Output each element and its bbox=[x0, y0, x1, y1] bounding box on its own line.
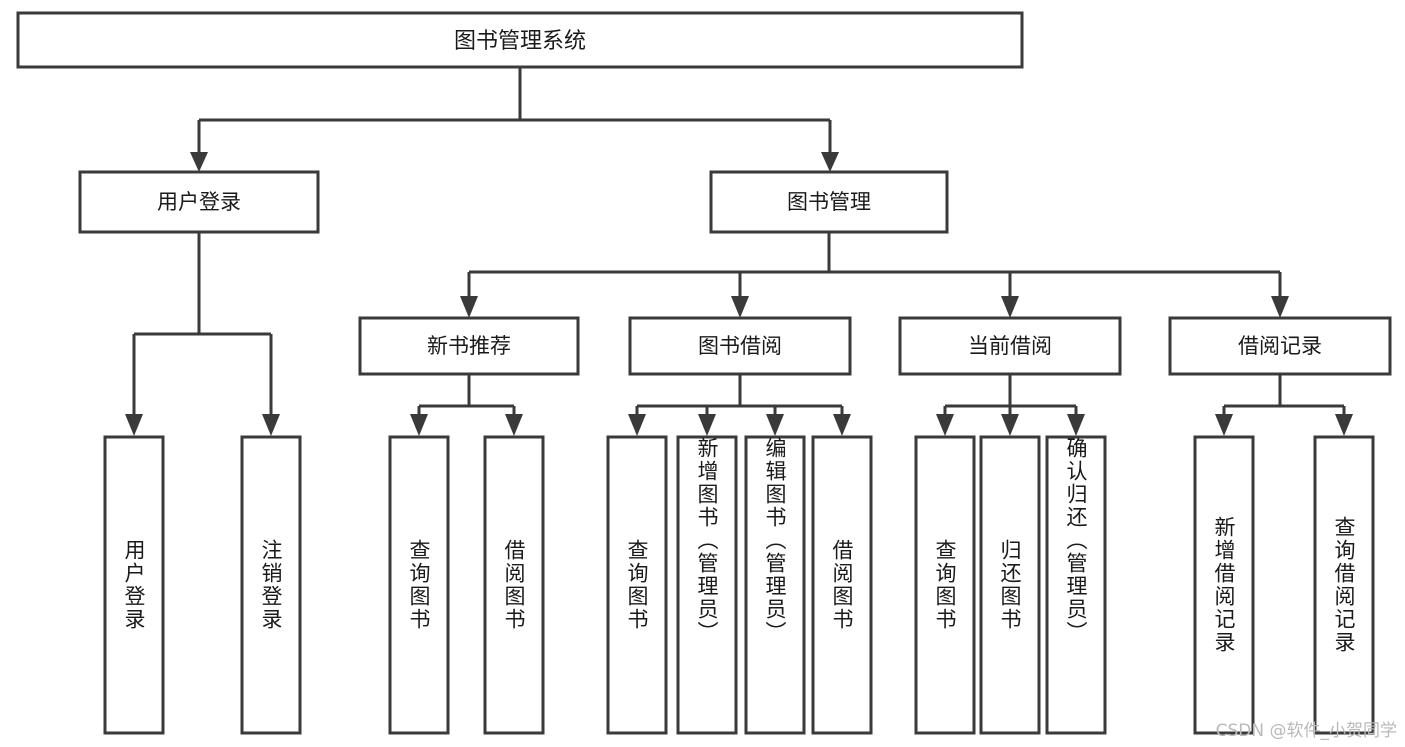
connector-root-to-level2 bbox=[190, 67, 839, 172]
node-new-book-recommend[interactable]: 新书推荐 bbox=[358, 316, 580, 376]
node-new-book-recommend-box[interactable] bbox=[358, 316, 580, 376]
node-book-manage-box[interactable] bbox=[709, 170, 949, 234]
node-current-borrow-box[interactable] bbox=[898, 316, 1122, 376]
arrow-head-icon bbox=[460, 296, 478, 318]
node-root-system[interactable]: 图书管理系统 bbox=[16, 11, 1024, 69]
watermark-text: CSDN @软件_小贺同学 bbox=[1215, 721, 1397, 741]
connector-current-borrow-to-leaves bbox=[936, 374, 1085, 436]
leaf-box-borrow-book-1[interactable] bbox=[483, 435, 545, 735]
node-current-borrow-label: 当前借阅 bbox=[968, 334, 1052, 358]
arrow-head-icon bbox=[628, 414, 646, 436]
connector-new-book-recommend-to-leaves bbox=[410, 374, 523, 436]
leaf-box-query-record[interactable] bbox=[1313, 435, 1375, 735]
arrow-head-icon bbox=[1067, 414, 1085, 436]
arrow-head-icon bbox=[936, 414, 954, 436]
arrow-head-icon bbox=[190, 152, 208, 172]
leaf-box-logout[interactable] bbox=[240, 435, 302, 735]
arrow-head-icon bbox=[766, 414, 784, 436]
arrow-head-icon bbox=[1215, 414, 1233, 436]
node-book-manage-label: 图书管理 bbox=[787, 190, 871, 214]
node-borrow-record-label: 借阅记录 bbox=[1238, 334, 1322, 358]
node-new-book-recommend-label: 新书推荐 bbox=[427, 334, 511, 358]
node-book-borrow[interactable]: 图书借阅 bbox=[628, 316, 852, 376]
leaf-box-add-book[interactable] bbox=[676, 435, 738, 735]
leaf-box-query-book-3[interactable] bbox=[914, 435, 976, 735]
node-current-borrow[interactable]: 当前借阅 bbox=[898, 316, 1122, 376]
arrow-head-icon bbox=[731, 296, 749, 318]
node-book-borrow-label: 图书借阅 bbox=[698, 334, 782, 358]
node-borrow-record[interactable]: 借阅记录 bbox=[1168, 316, 1392, 376]
leaf-box-edit-book[interactable] bbox=[744, 435, 806, 735]
node-book-borrow-box[interactable] bbox=[628, 316, 852, 376]
node-root-system-label: 图书管理系统 bbox=[454, 29, 586, 54]
leaf-box-query-book-2[interactable] bbox=[606, 435, 668, 735]
arrow-head-icon bbox=[125, 414, 143, 436]
leaf-box-user-login[interactable] bbox=[103, 435, 165, 735]
arrow-head-icon bbox=[821, 152, 839, 172]
arrow-head-icon bbox=[1335, 414, 1353, 436]
node-user-login[interactable]: 用户登录 bbox=[78, 170, 320, 234]
connector-user-login-to-leaves bbox=[125, 232, 280, 436]
arrow-head-icon bbox=[1001, 414, 1019, 436]
arrow-head-icon bbox=[505, 414, 523, 436]
leaf-box-borrow-book-2[interactable] bbox=[811, 435, 873, 735]
leaf-box-add-record[interactable] bbox=[1193, 435, 1255, 735]
leaf-box-return-book[interactable] bbox=[979, 435, 1041, 735]
node-root-system-box[interactable] bbox=[16, 11, 1024, 69]
connector-book-borrow-to-leaves bbox=[628, 374, 851, 436]
node-borrow-record-box[interactable] bbox=[1168, 316, 1392, 376]
node-user-login-label: 用户登录 bbox=[157, 190, 241, 214]
arrow-head-icon bbox=[410, 414, 428, 436]
arrow-head-icon bbox=[698, 414, 716, 436]
connector-book-manage-to-level3 bbox=[460, 232, 1289, 318]
arrow-head-icon bbox=[1271, 296, 1289, 318]
node-book-manage[interactable]: 图书管理 bbox=[709, 170, 949, 234]
arrow-head-icon bbox=[262, 414, 280, 436]
arrow-head-icon bbox=[1001, 296, 1019, 318]
connector-borrow-record-to-leaves bbox=[1215, 374, 1353, 436]
arrow-head-icon bbox=[833, 414, 851, 436]
leaf-box-confirm-return[interactable] bbox=[1045, 435, 1107, 735]
leaf-box-query-book-1[interactable] bbox=[388, 435, 450, 735]
